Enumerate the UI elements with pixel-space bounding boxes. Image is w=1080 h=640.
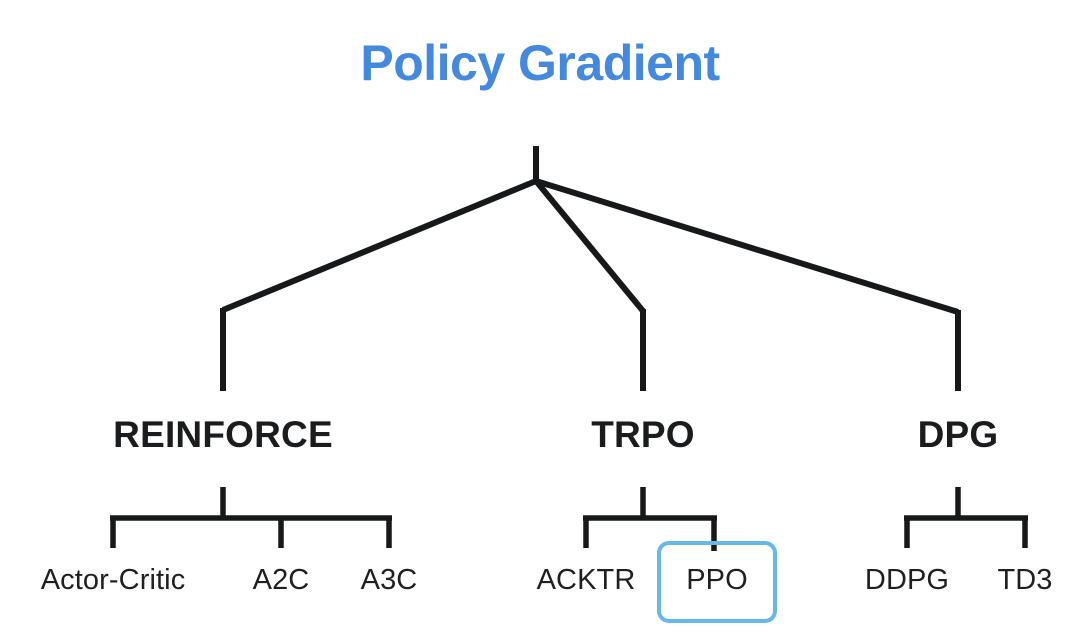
leaf-a3c[interactable]: A3C bbox=[360, 564, 418, 596]
leaf-actor-critic[interactable]: Actor-Critic bbox=[40, 564, 186, 596]
node-reinforce[interactable]: REINFORCE bbox=[113, 414, 333, 455]
leaf-ppo[interactable]: PPO bbox=[686, 564, 748, 596]
node-trpo[interactable]: TRPO bbox=[591, 414, 695, 455]
leaf-acktr[interactable]: ACKTR bbox=[536, 564, 636, 596]
edge-root-to-reinforce bbox=[221, 178, 538, 313]
node-dpg[interactable]: DPG bbox=[917, 414, 999, 455]
edge-root-to-trpo bbox=[533, 179, 646, 313]
leaf-td3[interactable]: TD3 bbox=[997, 564, 1053, 596]
edge-root-to-dpg bbox=[535, 178, 959, 315]
page-title: Policy Gradient bbox=[360, 35, 720, 91]
leaf-a2c[interactable]: A2C bbox=[252, 564, 310, 596]
leaf-ddpg[interactable]: DDPG bbox=[864, 564, 950, 596]
highlight-box-ppo[interactable] bbox=[657, 541, 777, 623]
